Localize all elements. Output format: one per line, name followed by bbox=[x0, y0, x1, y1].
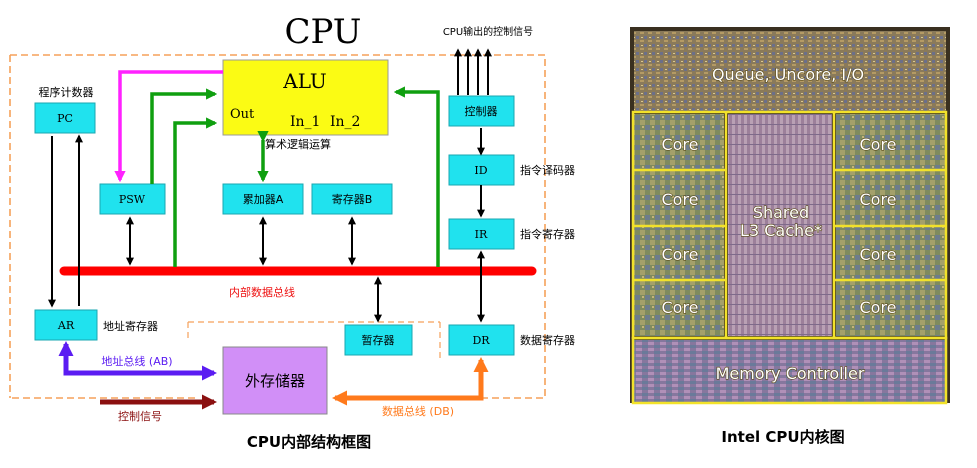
core-label: Core bbox=[661, 135, 698, 154]
core-label: Core bbox=[661, 245, 698, 264]
diagram-title: CPU bbox=[285, 12, 362, 52]
cache-label-line1: Shared bbox=[753, 203, 809, 222]
acc-label: 累加器A bbox=[243, 193, 284, 206]
ar-box bbox=[34, 309, 98, 341]
pc-desc: 程序计数器 bbox=[39, 85, 94, 99]
bus-links bbox=[48, 128, 485, 323]
dr-desc: 数据寄存器 bbox=[520, 333, 575, 347]
tmp-box bbox=[344, 324, 413, 356]
alu-out-label: Out bbox=[230, 107, 255, 122]
alu-links bbox=[150, 86, 440, 267]
ar-label: AR bbox=[57, 319, 75, 332]
id-desc: 指令译码器 bbox=[520, 163, 575, 177]
alu-label: ALU bbox=[282, 69, 327, 93]
ir-label: IR bbox=[475, 228, 488, 241]
dr-label: DR bbox=[472, 334, 490, 347]
alu-desc: 算术逻辑运算 bbox=[265, 137, 331, 151]
alu-in2-label: In_2 bbox=[330, 114, 360, 130]
external-memory-label: 外存储器 bbox=[245, 372, 305, 390]
core-label: Core bbox=[859, 298, 896, 317]
pc-box bbox=[34, 102, 96, 134]
core-label: Core bbox=[859, 190, 896, 209]
alu-in1-label: In_1 bbox=[290, 114, 320, 130]
psw-box bbox=[99, 183, 166, 215]
ar-desc: 地址寄存器 bbox=[103, 319, 158, 333]
die-caption: Intel CPU内核图 bbox=[721, 428, 844, 446]
diagram-caption: CPU内部结构框图 bbox=[247, 433, 371, 451]
ir-box bbox=[448, 218, 515, 250]
external-memory-box bbox=[222, 346, 328, 415]
address-bus bbox=[58, 341, 217, 381]
control-signals-out-label: CPU输出的控制信号 bbox=[443, 25, 533, 38]
cache-label-line2: L3 Cache* bbox=[740, 221, 822, 240]
die-photo bbox=[630, 27, 950, 405]
tmp-label: 暂存器 bbox=[362, 333, 395, 347]
inner-boundary bbox=[187, 321, 441, 360]
acc-box bbox=[222, 183, 304, 215]
ir-desc: 指令寄存器 bbox=[520, 227, 575, 241]
ctrl-label: 控制器 bbox=[465, 104, 498, 118]
core-label: Core bbox=[859, 135, 896, 154]
internal-bus-label: 内部数据总线 bbox=[229, 285, 295, 299]
die-top-label: Queue, Uncore, I/O bbox=[712, 65, 864, 84]
psw-label: PSW bbox=[119, 193, 146, 206]
alu-psw-link bbox=[114, 70, 223, 183]
memory-controller-label: Memory Controller bbox=[716, 364, 865, 383]
regb-box bbox=[311, 183, 393, 215]
control-signal-arrows bbox=[454, 48, 492, 95]
core-label: Core bbox=[661, 190, 698, 209]
regb-label: 寄存器B bbox=[332, 192, 373, 206]
data-bus-label: 数据总线 (DB) bbox=[382, 404, 454, 418]
dr-box bbox=[448, 324, 515, 356]
core-label: Core bbox=[859, 245, 896, 264]
pc-label: PC bbox=[57, 112, 73, 125]
address-bus-label: 地址总线 (AB) bbox=[101, 354, 172, 368]
core-label: Core bbox=[661, 298, 698, 317]
ctrl-box bbox=[448, 95, 515, 127]
alu-box bbox=[222, 59, 389, 136]
id-label: ID bbox=[474, 164, 487, 177]
control-signal-label: 控制信号 bbox=[118, 409, 162, 423]
data-bus bbox=[332, 357, 489, 406]
